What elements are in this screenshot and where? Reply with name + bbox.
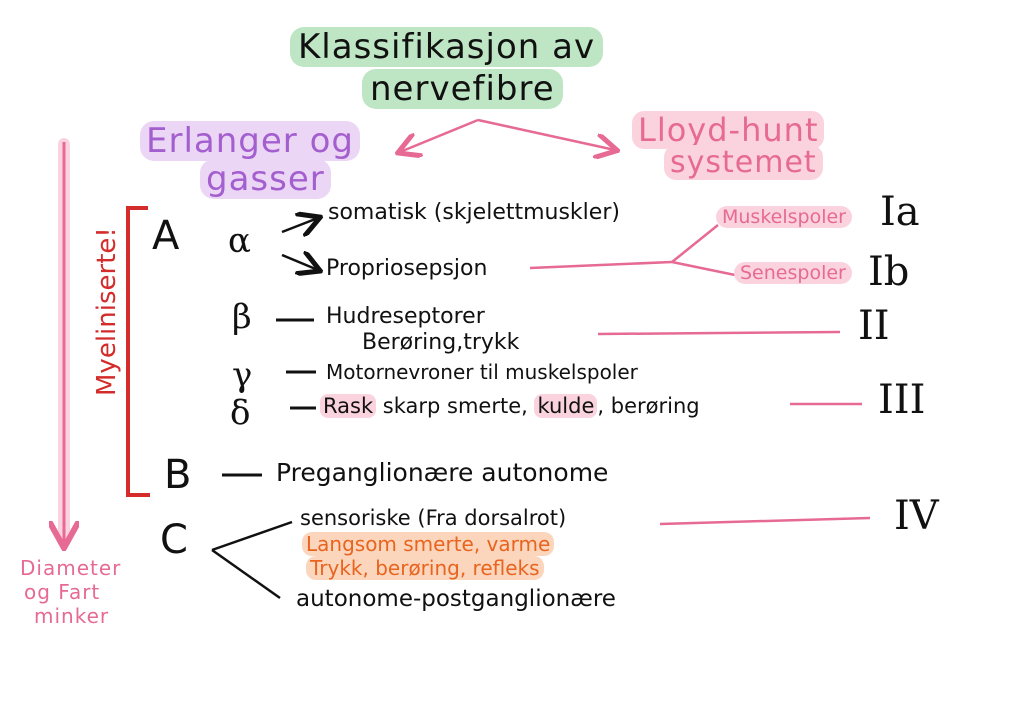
title-line-2: nervefibre [362,69,563,109]
b-text: Preganglionære autonome [276,458,609,487]
lloyd-hunt-label-line-1: Lloyd-hunt [632,111,825,149]
c-orange-line-2: Trykk, berøring, refleks [306,556,544,580]
delta-rask: Rask [320,394,377,418]
delta-end: , berøring [597,394,700,418]
roman-ia: Ia [880,189,920,235]
roman-iii: III [878,377,926,423]
c-branch-lower [211,548,281,600]
alpha-somatic-text: somatisk (skjelettmuskler) [328,200,620,225]
roman-iv: IV [894,493,939,539]
delta-text: Rask skarp smerte, kulde, berøring [320,394,700,418]
delta-symbol: δ [230,393,251,433]
diameter-note-line-1: Diameter [20,556,122,580]
erlanger-label-line-2: gasser [200,159,331,199]
beta-text-line-1: Hudreseptorer [326,304,485,329]
roman-ib: Ib [868,249,910,295]
alpha-somatic-arrow [281,218,318,232]
title-line-1: Klassifikasjon av [290,27,604,67]
diameter-note-line-3: minker [34,604,110,628]
roman-ii: II [858,303,890,349]
diameter-note-line-2: og Fart [24,580,101,604]
alpha-symbol: α [228,221,251,261]
c-orange-line-1: Langsom smerte, varme [302,532,555,556]
c-autonome-text: autonome-postganglionære [296,586,616,612]
alpha-proprio-arrow [281,255,318,270]
c-sensory-text: sensoriske (Fra dorsalrot) [300,506,567,530]
muskelspoler-label: Muskelspoler [716,206,852,228]
gamma-symbol: γ [232,355,253,395]
beta-symbol: β [232,297,252,337]
gamma-text: Motornevroner til muskelspoler [326,360,638,384]
alpha-proprio-text: Propriosepsjon [326,256,488,281]
senespoler-label: Senespoler [734,262,852,284]
beta-text-line-2: Berøring,trykk [362,330,520,355]
lloyd-hunt-label-line-2: systemet [664,145,823,180]
c-branch-upper [211,520,293,552]
myelinated-vertical-label: Myeliniserte! [92,227,122,396]
group-b-letter: B [164,452,192,498]
title-to-right-arrow [477,118,615,150]
title-to-left-arrow [400,118,479,152]
myelinated-bracket [126,206,150,497]
group-a-letter: A [152,213,180,259]
delta-kulde: kulde [534,394,598,418]
group-c-letter: C [160,517,188,563]
delta-mid: skarp smerte, [376,394,535,418]
erlanger-label-line-1: Erlanger og [140,121,360,161]
